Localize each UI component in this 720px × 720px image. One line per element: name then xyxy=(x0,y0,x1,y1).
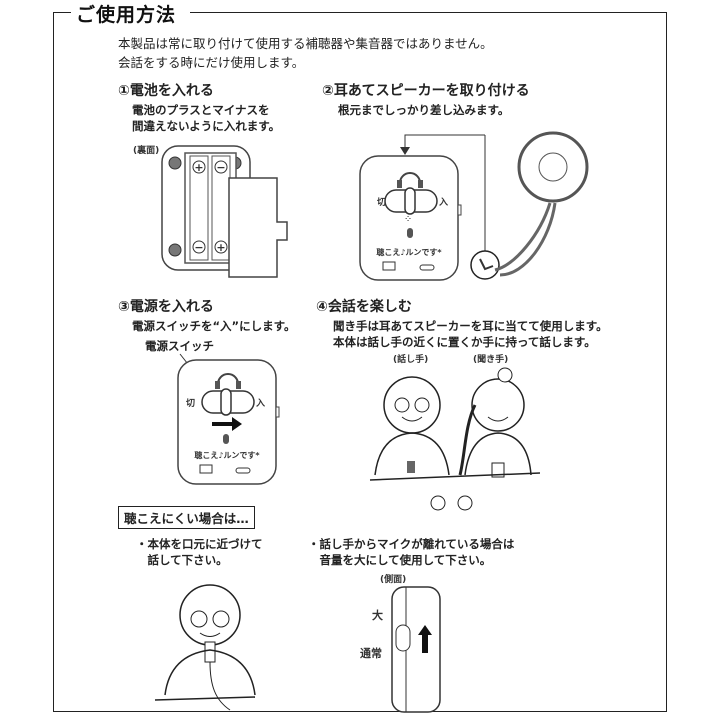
battery-compartment-figure: + − − + xyxy=(161,145,288,278)
svg-text:+: + xyxy=(216,241,225,254)
svg-text:入: 入 xyxy=(438,197,448,208)
frame-top-left xyxy=(53,12,71,13)
page-title: ご使用方法 xyxy=(76,4,177,26)
svg-text:−: − xyxy=(216,161,225,174)
speaker-label: (話し手) xyxy=(393,355,429,365)
volume-side-figure: 大 通常 xyxy=(360,586,441,713)
step4-heading: ④会話を楽しむ xyxy=(316,299,412,315)
frame-top-right xyxy=(190,12,667,13)
step3-heading: ③電源を入れる xyxy=(118,299,214,315)
arrow-right-icon xyxy=(212,417,242,431)
svg-text:通常: 通常 xyxy=(360,646,382,660)
svg-text:⁘: ⁘ xyxy=(405,215,411,223)
intro-line-2: 会話をする時にだけ使用します。 xyxy=(118,55,305,70)
step4-body: 聞き手は耳あてスピーカーを耳に当てて使用します。 本体は話し手の近くに置くか手に… xyxy=(333,318,608,350)
step3-body: 電源スイッチを“入”にします。 xyxy=(132,319,296,333)
intro-line-1: 本製品は常に取り付けて使用する補聴器や集音器ではありません。 xyxy=(118,36,493,51)
step1-heading: ①電池を入れる xyxy=(118,83,214,99)
tip2-text: ・話し手からマイクが離れている場合は 音量を大にして使用して下さい。 xyxy=(308,536,514,568)
svg-text:切: 切 xyxy=(377,197,386,208)
power-switch-callout: 電源スイッチ xyxy=(145,339,214,353)
step4-body-line-2: 本体は話し手の近くに置くか手に持って話します。 xyxy=(333,335,596,349)
step1-body: 電池のプラスとマイナスを 間違えないように入れます。 xyxy=(132,102,280,134)
step4-body-line-1: 聞き手は耳あてスピーカーを耳に当てて使用します。 xyxy=(333,319,608,333)
svg-text:−: − xyxy=(194,241,203,254)
hard-to-hear-heading: 聴こえにくい場合は… xyxy=(118,506,255,529)
tip1-text: ・本体を口元に近づけて 話して下さい。 xyxy=(136,536,263,568)
tip1-line-1: ・本体を口元に近づけて xyxy=(136,537,263,551)
svg-text:+: + xyxy=(194,161,203,174)
step1-body-line-2: 間違えないように入れます。 xyxy=(132,119,281,133)
power-on-figure: 切 入 聴こえ♪ルンです* xyxy=(177,353,280,485)
tip2-line-1: ・話し手からマイクが離れている場合は xyxy=(308,537,515,551)
close-to-mouth-illustration xyxy=(154,584,256,711)
svg-text:大: 大 xyxy=(372,608,383,622)
instructions-frame xyxy=(53,12,667,712)
earphone-attach-figure: 切 入 ⁘ 聴こえ♪ルンです* xyxy=(359,131,589,281)
svg-text:聴こえ♪ルンです*: 聴こえ♪ルンです* xyxy=(376,247,442,257)
listener-label: (聞き手) xyxy=(473,355,509,365)
tip2-line-2: 音量を大にして使用して下さい。 xyxy=(308,553,492,567)
side-view-label: (側面) xyxy=(380,575,407,585)
tip1-line-2: 話して下さい。 xyxy=(136,553,228,567)
svg-text:切: 切 xyxy=(186,398,195,409)
step1-body-line-1: 電池のプラスとマイナスを xyxy=(132,103,270,117)
conversation-illustration xyxy=(369,367,541,511)
step2-body: 根元までしっかり差し込みます。 xyxy=(338,103,510,117)
step2-heading: ②耳あてスピーカーを取り付ける xyxy=(322,83,530,99)
back-side-label: (裏面) xyxy=(133,146,160,156)
svg-text:聴こえ♪ルンです*: 聴こえ♪ルンです* xyxy=(194,450,260,460)
intro-text: 本製品は常に取り付けて使用する補聴器や集音器ではありません。 会話をする時にだけ… xyxy=(118,34,493,72)
svg-text:入: 入 xyxy=(255,398,265,409)
arrow-up-icon xyxy=(418,625,432,653)
